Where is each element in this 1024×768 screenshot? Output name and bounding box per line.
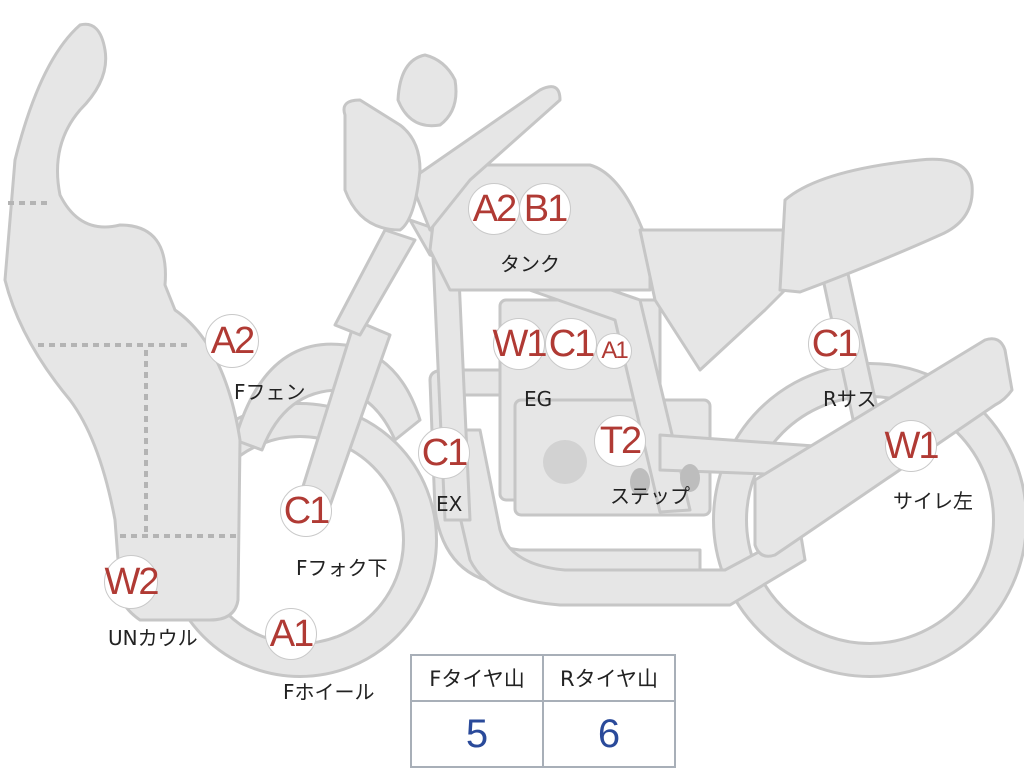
wheel-label: Fホイール xyxy=(283,680,375,704)
headlight xyxy=(342,98,422,232)
rear-sus-label: Rサス xyxy=(823,387,877,411)
lower-frame xyxy=(438,428,807,607)
tank-label: タンク xyxy=(500,252,560,276)
fork-label: Fフォク下 xyxy=(296,556,388,580)
seat xyxy=(778,157,974,294)
side-cover xyxy=(638,228,787,372)
muffler-marker[interactable]: W1 xyxy=(885,420,940,472)
muffler xyxy=(753,337,1014,558)
step-marker[interactable]: T2 xyxy=(594,415,646,467)
cowl-marker[interactable]: W2 xyxy=(104,555,160,609)
tank-marker-a[interactable]: A2 xyxy=(468,183,520,235)
exhaust-label: EX xyxy=(436,492,463,516)
rear-tire-header: Rタイヤ山 xyxy=(542,654,676,702)
front-tire-value[interactable]: 5 xyxy=(410,700,544,768)
rear-sus-marker[interactable]: C1 xyxy=(808,318,860,370)
tire-tread-table: Fタイヤ山 Rタイヤ山 5 6 xyxy=(410,654,676,768)
rear-tire-value[interactable]: 6 xyxy=(542,700,676,768)
cowl-label: UNカウル xyxy=(108,626,198,650)
eg-marker-w[interactable]: W1 xyxy=(493,318,548,370)
fork-marker[interactable]: C1 xyxy=(280,485,332,537)
mirror xyxy=(396,53,458,128)
tank-marker-b[interactable]: B1 xyxy=(519,183,571,235)
fender-label: Fフェン xyxy=(234,380,306,404)
fender-marker[interactable]: A2 xyxy=(205,314,259,368)
exhaust-marker[interactable]: C1 xyxy=(418,427,470,479)
front-tire-header: Fタイヤ山 xyxy=(410,654,544,702)
front-cowl xyxy=(3,22,242,622)
muffler-label: サイレ左 xyxy=(893,489,973,513)
handlebar xyxy=(408,85,562,232)
step-label: ステップ xyxy=(610,484,690,508)
eg-marker-a[interactable]: A1 xyxy=(596,333,632,369)
eg-label: EG xyxy=(524,387,553,411)
eg-marker-c[interactable]: C1 xyxy=(545,318,597,370)
wheel-marker[interactable]: A1 xyxy=(265,608,317,660)
